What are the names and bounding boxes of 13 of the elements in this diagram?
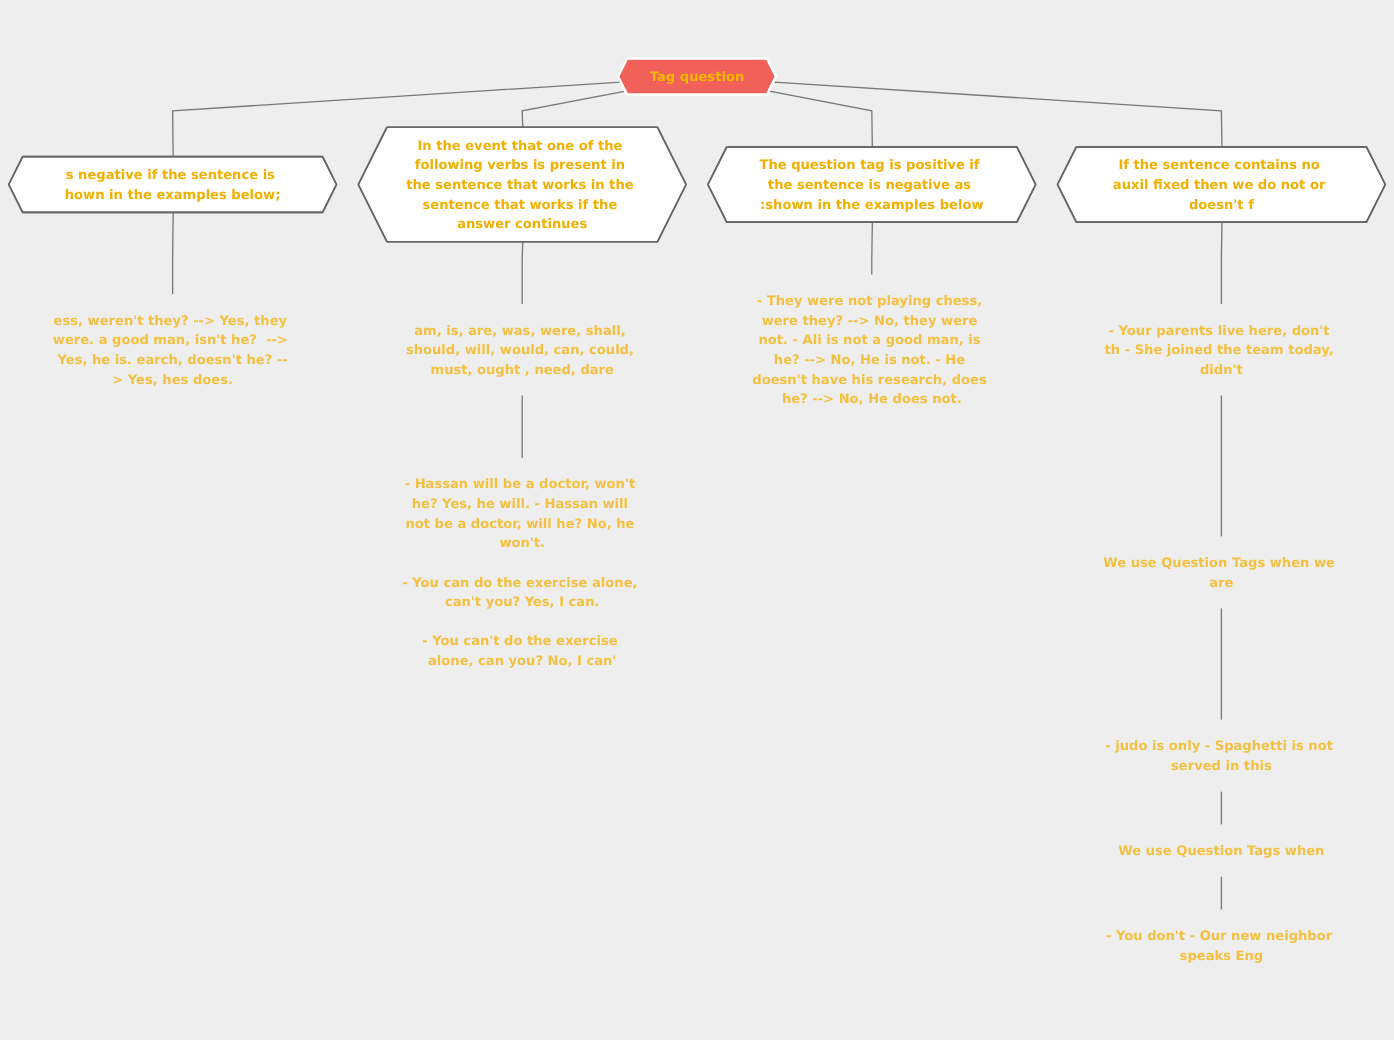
connector xyxy=(1220,607,1223,721)
connector xyxy=(171,81,622,158)
connector xyxy=(521,90,627,129)
connector xyxy=(773,81,1223,149)
connector xyxy=(521,241,524,305)
connector xyxy=(1220,222,1223,305)
connector xyxy=(1220,791,1223,826)
connector xyxy=(1220,876,1223,911)
connector xyxy=(1220,394,1223,538)
connector xyxy=(171,212,174,295)
connector xyxy=(871,222,873,276)
connector xyxy=(768,90,873,149)
connector xyxy=(521,394,523,459)
